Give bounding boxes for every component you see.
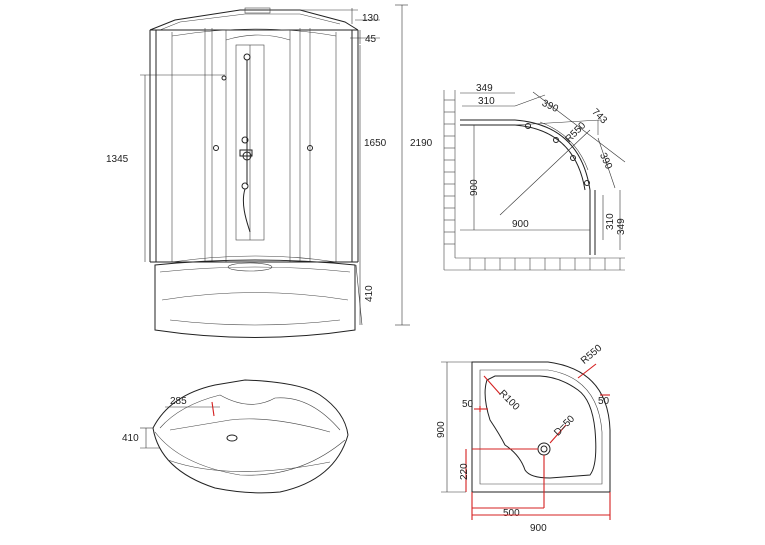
dim-tray-depth: 285 — [170, 396, 187, 407]
dim-side-offset: 349 — [616, 218, 627, 235]
dim-radius: R550 — [564, 120, 589, 145]
dim-corner-radius: R100 — [497, 388, 522, 413]
tray-plan: 50 R100 R550 50 D=50 220 500 900 900 — [436, 343, 611, 534]
dim-arc-side: 390 — [597, 151, 614, 171]
dim-top-offset: 349 — [476, 83, 493, 94]
dim-left-height: 900 — [469, 179, 480, 196]
overhead-shower — [244, 7, 271, 14]
tray-outline — [471, 361, 611, 493]
dim-tray-height: 410 — [364, 285, 375, 302]
dim-total-height: 2190 — [410, 138, 433, 149]
dim-tray-height-plan: 900 — [436, 421, 447, 438]
door-handle-left — [213, 145, 219, 151]
shower-hose — [242, 60, 251, 233]
dim-tray-height-persp: 410 — [122, 433, 139, 444]
door-handle-right — [307, 145, 313, 151]
dim-outer-radius: R550 — [579, 343, 605, 367]
front-view: 130 45 1345 1650 2190 410 — [106, 4, 433, 338]
tray-drain — [226, 434, 238, 442]
brick-wall — [443, 90, 625, 271]
dim-left-wall: 50 — [462, 399, 474, 410]
dim-drain-x: 500 — [503, 508, 520, 519]
hand-shower-head — [243, 53, 251, 61]
tray-body — [152, 427, 349, 494]
dim-diagonal: 743 — [589, 107, 609, 127]
dim-right-wall: 50 — [598, 396, 610, 407]
tray-perspective: 285 410 — [122, 379, 349, 494]
tray-plan-drain — [537, 442, 551, 456]
tray-apron — [154, 259, 356, 338]
dim-side-inner: 310 — [605, 213, 616, 230]
curved-door — [514, 119, 591, 191]
plan-view: 349 310 390 743 R550 390 900 900 310 349 — [443, 83, 627, 271]
dim-arc-top: 390 — [540, 98, 560, 115]
dim-glass-height: 1650 — [364, 138, 387, 149]
dim-drain-offset: 220 — [459, 463, 470, 480]
dim-bottom-width: 900 — [512, 219, 529, 230]
tray-basin — [484, 375, 597, 479]
dim-header: 45 — [365, 34, 377, 45]
dim-tray-width: 900 — [530, 523, 547, 534]
dim-top-cap: 130 — [362, 13, 379, 24]
dim-handle-height: 1345 — [106, 154, 129, 165]
mixer-control — [239, 149, 253, 157]
tray-rim — [152, 379, 349, 436]
dim-top-inner: 310 — [478, 96, 495, 107]
dim-drain: D=50 — [552, 413, 577, 438]
